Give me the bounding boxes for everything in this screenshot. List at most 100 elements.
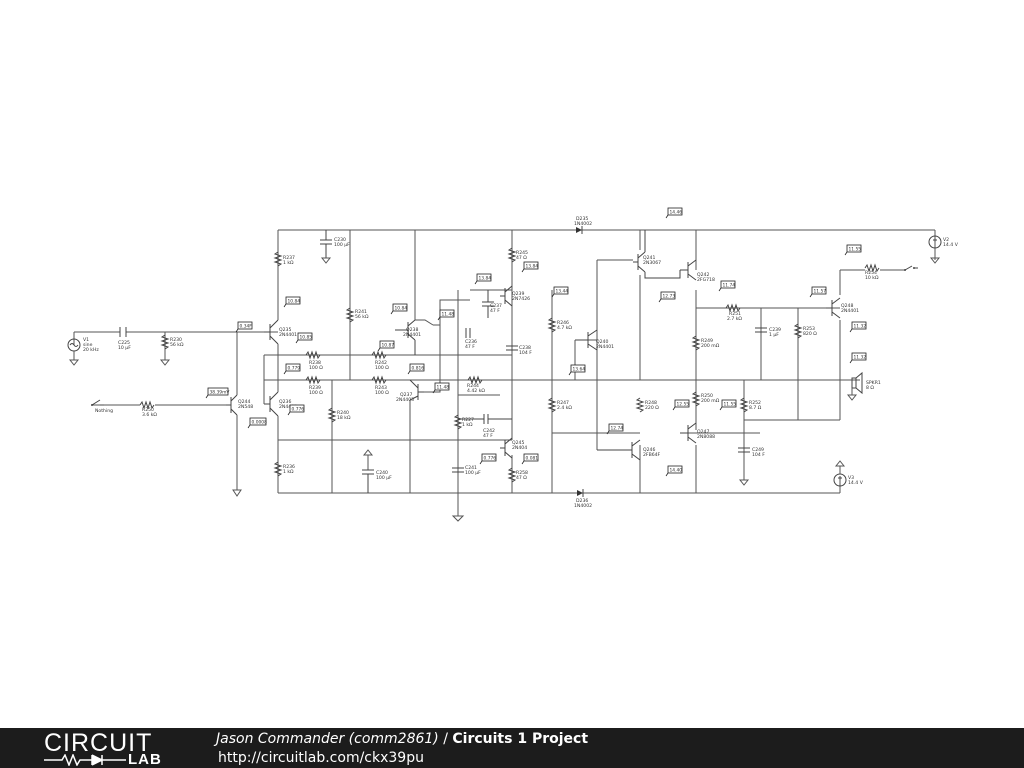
- svg-text:R253: R253: [803, 326, 815, 332]
- author-name[interactable]: Jason Commander (comm2861): [216, 731, 439, 747]
- credit-separator: /: [438, 731, 453, 747]
- capacitor-c237: C237 47 F: [482, 290, 502, 318]
- resistor-r249: R249 200 mΩ: [691, 335, 720, 351]
- probe: 11.48: [437, 309, 455, 321]
- probe: 11.57: [809, 286, 827, 298]
- svg-text:56 kΩ: 56 kΩ: [355, 314, 369, 320]
- resistor-r252: R252 8.7 Ω: [739, 397, 762, 413]
- probe: 10.84: [283, 296, 301, 308]
- svg-text:8.7 Ω: 8.7 Ω: [749, 405, 762, 411]
- transistor-q241: Q241 2N3067: [633, 230, 681, 279]
- svg-text:2N7426: 2N7426: [512, 296, 530, 302]
- svg-text:11.57: 11.57: [814, 288, 827, 294]
- capacitor-c238: C238 104 F: [506, 345, 532, 356]
- svg-text:Q246: Q246: [643, 447, 655, 453]
- svg-text:Q239: Q239: [512, 291, 524, 297]
- diode-d236: D236 1N4002: [574, 489, 592, 509]
- svg-text:R252: R252: [749, 400, 761, 406]
- resistor-r239: R239 100 Ω: [305, 375, 323, 396]
- credit-line: Jason Commander (comm2861) / Circuits 1 …: [216, 730, 588, 748]
- project-title[interactable]: Circuits 1 Project: [452, 731, 589, 747]
- svg-text:10.84: 10.84: [395, 305, 408, 311]
- svg-text:220 Ω: 220 Ω: [645, 405, 659, 411]
- svg-text:R240: R240: [337, 410, 349, 416]
- svg-text:1 kΩ: 1 kΩ: [283, 260, 294, 266]
- svg-text:R246: R246: [557, 320, 569, 326]
- svg-text:2N404: 2N404: [512, 445, 527, 451]
- svg-text:C230: C230: [334, 237, 346, 243]
- diode-d235: D235 1N4002: [574, 216, 592, 234]
- transistor-q236: Q236 2N4403: [264, 391, 297, 417]
- svg-text:C225: C225: [118, 340, 130, 346]
- svg-text:13.64: 13.64: [573, 366, 586, 372]
- svg-text:14.40: 14.40: [670, 467, 683, 473]
- probe: 11.32: [849, 321, 867, 333]
- svg-text:14.4 V: 14.4 V: [943, 242, 959, 248]
- svg-text:14.4 V: 14.4 V: [848, 480, 864, 486]
- probe: 0.0008: [247, 417, 267, 429]
- resistor-r258: R258 47 Ω: [507, 467, 528, 483]
- transistor-q237: Q237 2N4403: [396, 379, 424, 403]
- svg-text:C236: C236: [465, 339, 477, 345]
- svg-text:R250: R250: [701, 393, 713, 399]
- svg-text:2FG718: 2FG718: [697, 277, 715, 283]
- svg-text:3.6 kΩ: 3.6 kΩ: [142, 412, 157, 418]
- svg-text:104 F: 104 F: [519, 350, 532, 356]
- svg-text:4.7 kΩ: 4.7 kΩ: [557, 325, 572, 331]
- svg-text:100 µF: 100 µF: [465, 470, 481, 476]
- capacitor-c249: C249 104 F: [738, 447, 765, 486]
- probe: 14.46: [665, 207, 683, 219]
- probe: 13.84: [521, 261, 539, 273]
- circuit-schematic: V1 sine 20 kHz C225 10 µF R230 56 kΩ Not…: [67, 207, 959, 522]
- svg-text:D236: D236: [576, 498, 588, 504]
- svg-text:2.7 kΩ: 2.7 kΩ: [727, 316, 742, 322]
- svg-text:104 F: 104 F: [752, 452, 765, 458]
- svg-text:Q238: Q238: [406, 327, 418, 333]
- resistor-r236: R236 1 kΩ: [273, 461, 295, 477]
- svg-text:11.55: 11.55: [849, 246, 862, 252]
- svg-text:C241: C241: [465, 465, 477, 471]
- svg-text:10 µF: 10 µF: [118, 345, 131, 351]
- svg-text:C239: C239: [769, 327, 781, 333]
- svg-text:12.55: 12.55: [677, 401, 690, 407]
- resistor-r250: R250 3.6 kΩ: [139, 400, 157, 418]
- transistor-q238: Q238 2N4401: [395, 319, 421, 355]
- svg-text:2N4401: 2N4401: [841, 308, 859, 314]
- probe: 13.84: [474, 273, 492, 285]
- probe: 0.816: [407, 363, 425, 375]
- resistor-r246: R246 4.7 kΩ: [547, 317, 572, 333]
- v1-label: V1: [83, 337, 89, 343]
- svg-text:2N3067: 2N3067: [643, 260, 661, 266]
- probe: 12.55: [672, 399, 690, 411]
- circuit-url-link[interactable]: http://circuitlab.com/ckx39pu: [218, 750, 424, 766]
- svg-text:11.48: 11.48: [442, 311, 455, 317]
- svg-text:R227: R227: [462, 417, 474, 423]
- svg-text:R237: R237: [283, 255, 295, 261]
- source-v2: V2 14.4 V: [928, 235, 959, 264]
- svg-text:100 Ω: 100 Ω: [375, 365, 389, 371]
- svg-text:2N8088: 2N8088: [697, 434, 715, 440]
- resistor-r251: R251 2.7 kΩ: [725, 303, 742, 322]
- resistor-r238: R238 100 Ω: [305, 350, 323, 371]
- svg-text:4.42 kΩ: 4.42 kΩ: [467, 388, 485, 394]
- svg-text:0.776: 0.776: [484, 455, 497, 461]
- svg-text:R248: R248: [645, 400, 657, 406]
- probe: 0.779: [283, 363, 301, 375]
- probe: 0.776: [479, 453, 497, 465]
- transistor-q235: Q235 2N4401: [264, 319, 297, 345]
- probe: 10.87: [377, 340, 395, 352]
- capacitor-c242: C242 47 F: [458, 414, 512, 439]
- circuitlab-logo[interactable]: CIRCUIT LAB: [44, 730, 176, 767]
- probe: 14.40: [665, 465, 683, 477]
- probe: 38.39mV: [205, 387, 230, 399]
- capacitor-c225: C225 10 µF: [118, 327, 131, 351]
- resistor-r247: R247 2.4 kΩ: [547, 397, 572, 413]
- svg-text:11.48: 11.48: [437, 384, 450, 390]
- probe: 0.34F: [235, 321, 253, 333]
- svg-text:200 mΩ: 200 mΩ: [701, 343, 720, 349]
- svg-text:38.39mV: 38.39mV: [210, 389, 230, 395]
- svg-text:Q235: Q235: [279, 327, 291, 333]
- resistor-r243: R243 100 Ω: [371, 375, 389, 396]
- svg-text:C240: C240: [376, 470, 388, 476]
- v1-freq: 20 kHz: [83, 347, 99, 353]
